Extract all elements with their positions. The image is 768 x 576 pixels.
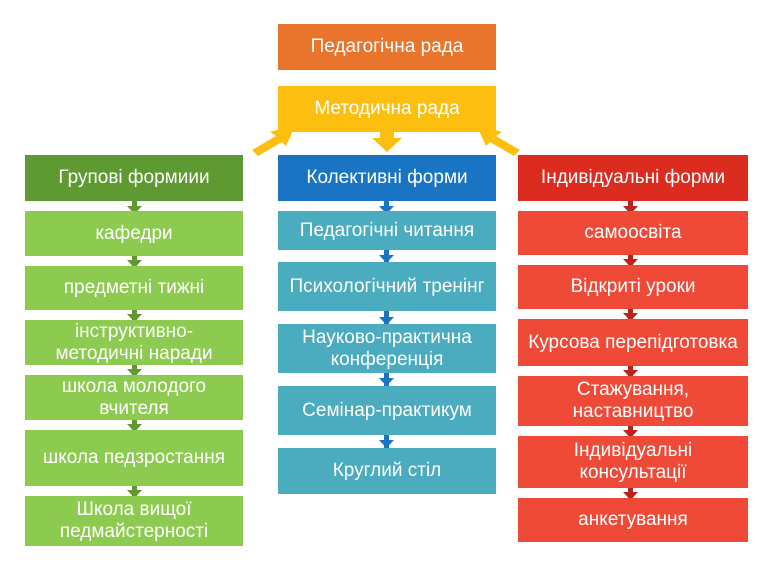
individual-item-label: Стажування, наставництво	[572, 379, 694, 422]
collective-forms-header: Колективні форми	[278, 155, 496, 201]
collective-item-4: Семінар-практикум	[278, 386, 496, 435]
collective-forms-header-label: Колективні форми	[306, 167, 468, 188]
group-item-6: Школа вищої педмайстерності	[25, 496, 243, 546]
collective-item-label: Семінар-практикум	[302, 399, 472, 421]
yellow-arrow-right	[476, 124, 520, 156]
yellow-arrow-left	[252, 124, 296, 156]
individual-item-label: анкетування	[578, 509, 688, 530]
pedagogical-council-label: Педагогічна рада	[310, 36, 464, 57]
collective-item-1: Педагогічні читання	[278, 211, 496, 250]
group-item-label: кафедри	[95, 222, 173, 244]
methodical-council-label: Методична рада	[314, 98, 460, 119]
collective-item-label: Педагогічні читання	[299, 219, 475, 241]
individual-connectors	[623, 200, 638, 500]
individual-forms-header-label: Індивідуальні форми	[540, 167, 726, 188]
individual-item-5: Індивідуальні консультації	[518, 436, 748, 488]
group-connectors	[127, 200, 142, 498]
group-item-label: школа педзростання	[42, 447, 226, 468]
pedagogical-council-box: Педагогічна рада	[278, 24, 496, 70]
individual-item-label: самоосвіта	[584, 222, 682, 243]
yellow-arrow-center	[372, 130, 402, 152]
group-forms-header-label: Групові формиии	[58, 167, 210, 188]
group-item-1: кафедри	[25, 211, 243, 256]
individual-forms-header: Індивідуальні форми	[518, 155, 748, 201]
group-item-5: школа педзростання	[25, 430, 243, 486]
individual-item-label: Відкриті уроки	[570, 276, 696, 297]
individual-item-1: самоосвіта	[518, 211, 748, 255]
individual-item-4: Стажування, наставництво	[518, 376, 748, 426]
collective-item-label: Круглий стіл	[332, 460, 442, 481]
individual-item-6: анкетування	[518, 498, 748, 542]
collective-item-5: Круглий стіл	[278, 448, 496, 494]
group-item-2: предметні тижні	[25, 266, 243, 310]
group-item-4: школа молодого вчителя	[25, 375, 243, 420]
group-item-label: інструктивно-методичні наради	[55, 320, 213, 364]
individual-item-2: Відкриті уроки	[518, 265, 748, 309]
group-item-label: школа молодого вчителя	[61, 375, 207, 419]
collective-item-3: Науково-практична конференція	[278, 324, 496, 373]
collective-item-label: Психологічний тренінг	[289, 275, 485, 297]
methodical-council-box: Методична рада	[278, 86, 496, 132]
collective-item-label: Науково-практична конференція	[302, 326, 472, 370]
group-item-3: інструктивно-методичні наради	[25, 320, 243, 365]
collective-item-2: Психологічний тренінг	[278, 262, 496, 311]
individual-item-label: Індивідуальні консультації	[573, 440, 693, 483]
individual-item-label: Курсова перепідготовка	[528, 331, 738, 353]
group-forms-header: Групові формиии	[25, 155, 243, 201]
group-item-label: Школа вищої педмайстерності	[59, 499, 209, 542]
group-item-label: предметні тижні	[63, 277, 205, 298]
collective-connectors	[379, 200, 394, 448]
individual-item-3: Курсова перепідготовка	[518, 319, 748, 366]
